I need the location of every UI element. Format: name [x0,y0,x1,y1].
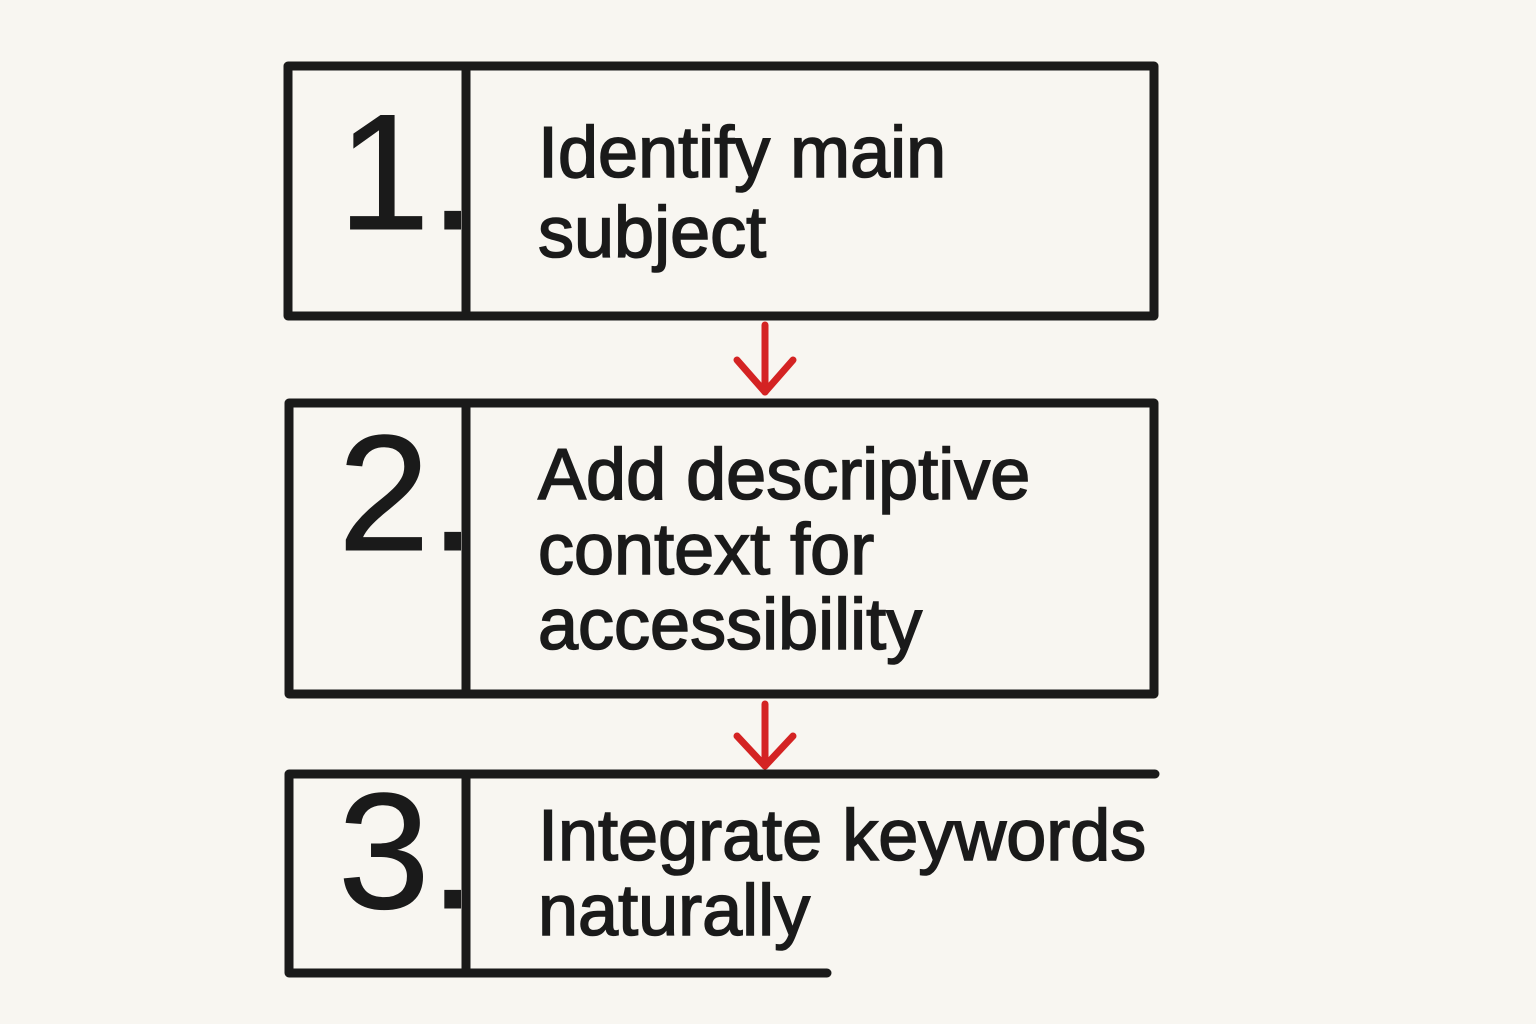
step-1-box [283,61,1159,321]
step-3-box [284,769,1160,978]
step-2-text: Add descriptive context for accessibilit… [537,435,1031,665]
step-2-number: 2. [338,401,477,585]
step-1-line: Identify main [537,112,947,194]
step-3-line: Integrate keywords [537,796,1147,876]
step-3-text: Integrate keywords naturally [537,796,1147,951]
step-1-line: subject [537,192,767,274]
step-3-line: naturally [537,871,811,951]
step-2-box [284,398,1159,699]
step-1-number: 1. [338,80,477,264]
step-3-number: 3. [338,759,477,943]
arrow-down-icon [733,321,797,396]
arrow-down-icon [733,700,797,770]
step-2-line: context for [537,510,875,590]
step-2-line: accessibility [537,585,923,665]
step-1-text: Identify main subject [537,112,947,274]
step-2-line: Add descriptive [537,435,1031,515]
